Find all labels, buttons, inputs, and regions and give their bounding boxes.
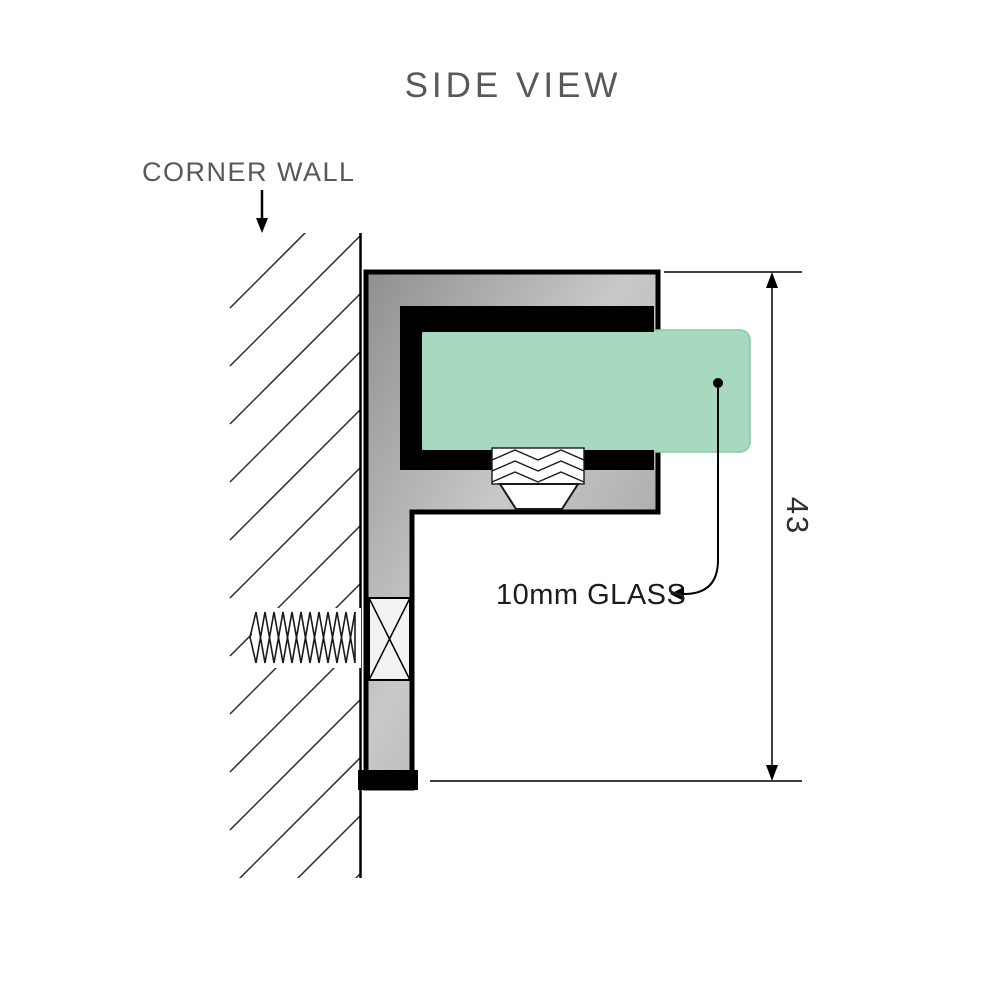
wall-hatching — [229, 233, 361, 878]
dimension-43 — [430, 271, 802, 782]
dimension-value: 43 — [780, 497, 815, 535]
leader-arrow-icon — [670, 587, 684, 601]
grub-screw — [491, 447, 585, 510]
dimension-arrow-down-icon — [766, 765, 778, 781]
screw-head-section — [368, 597, 411, 681]
dimension-arrow-up-icon — [766, 272, 778, 288]
gasket-channel — [400, 306, 654, 470]
glass-leader-line — [670, 378, 723, 601]
glass-label: 10mm GLASS — [496, 579, 686, 611]
mounting-screw-thread — [249, 608, 361, 668]
corner-wall-arrow-icon — [256, 190, 268, 233]
corner-wall-label: CORNER WALL — [142, 157, 356, 187]
page-title: SIDE VIEW — [405, 66, 622, 105]
glass-panel — [419, 329, 751, 453]
bracket-bottom-cap — [358, 770, 418, 790]
